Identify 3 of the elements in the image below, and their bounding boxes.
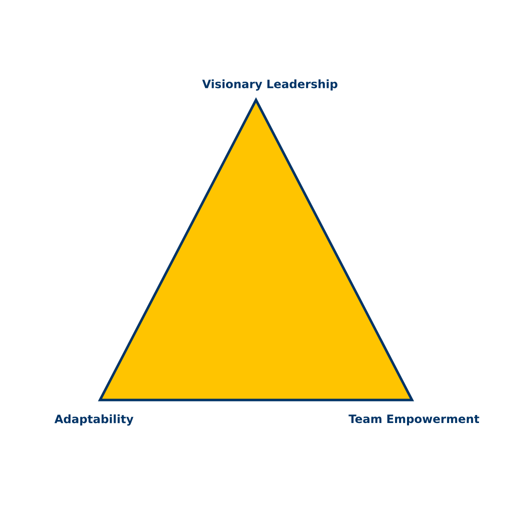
vertex-label: Adaptability (54, 414, 134, 426)
vertex-label: Visionary Leadership (202, 79, 338, 91)
vertex-label: Team Empowerment (348, 414, 480, 426)
